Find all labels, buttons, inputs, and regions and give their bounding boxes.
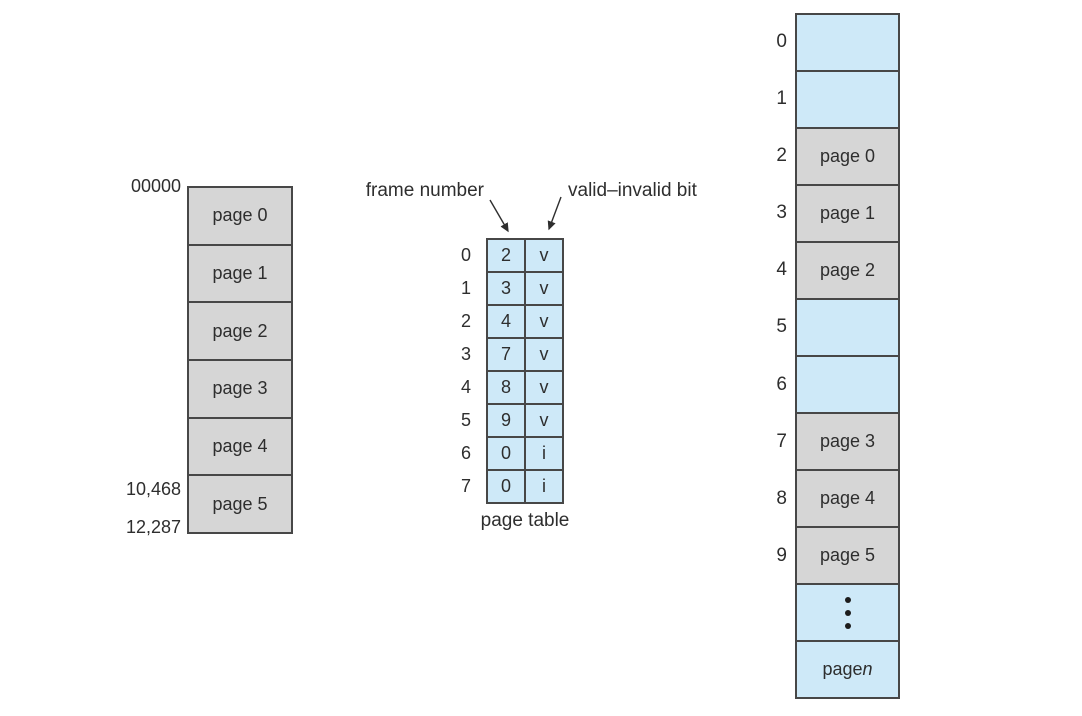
frame-number-arrow — [489, 199, 509, 233]
frame-index-label: 7 — [776, 430, 787, 452]
valid-bit-cell: i — [525, 437, 563, 470]
valid-bit-cell: v — [525, 338, 563, 371]
frame-index-label: 2 — [776, 144, 787, 166]
logical-memory-cell: page 5 — [188, 475, 292, 534]
physical-memory-frame: page 1 — [796, 185, 899, 242]
physical-memory-frame: page 4 — [796, 470, 899, 527]
frame-number-cell: 8 — [487, 371, 525, 404]
valid-bit-cell: v — [525, 371, 563, 404]
frame-index-label: 4 — [776, 259, 787, 281]
frame-number-cell: 0 — [487, 437, 525, 470]
logical-address-10468: 10,468 — [125, 479, 181, 499]
valid-invalid-arrow — [547, 196, 562, 231]
page-table-index: 6 — [460, 443, 471, 463]
page-table-index: 1 — [460, 278, 471, 298]
frame-index-label: 8 — [776, 487, 787, 509]
logical-memory-box: page 0 page 1 page 2 page 3 page 4 page … — [187, 186, 293, 534]
frame-number-cell: 4 — [487, 305, 525, 338]
physical-memory-frame: page 3 — [796, 413, 899, 470]
logical-address-top: 00000 — [130, 176, 181, 196]
valid-bit-cell: v — [525, 404, 563, 437]
page-table-index: 7 — [460, 476, 471, 496]
frame-number-cell: 0 — [487, 470, 525, 503]
physical-memory-frame-empty — [796, 71, 899, 128]
frame-number-cell: 3 — [487, 272, 525, 305]
valid-bit-cell: v — [525, 239, 563, 272]
physical-memory-frame: page 0 — [796, 128, 899, 185]
page-table-index-column: 0 1 2 3 4 5 6 7 — [442, 239, 478, 503]
physical-memory-frame-empty — [796, 356, 899, 413]
logical-memory-cell: page 3 — [188, 360, 292, 418]
frame-index-label — [745, 585, 787, 642]
valid-bit-cell: v — [525, 272, 563, 305]
page-table-index: 0 — [460, 245, 471, 265]
physical-memory-ellipsis-cell — [796, 584, 899, 641]
page-n-prefix: page — [822, 659, 863, 679]
page-table-index: 3 — [460, 344, 471, 364]
page-table-caption: page table — [480, 510, 570, 531]
frame-index-label: 5 — [776, 316, 787, 338]
logical-memory-cell: page 2 — [188, 302, 292, 361]
frame-index-label: 3 — [776, 202, 787, 224]
physical-memory-frame: page 2 — [796, 242, 899, 299]
frame-index-label — [745, 642, 787, 699]
page-n-italic: n — [862, 659, 873, 679]
frame-index-label: 6 — [776, 373, 787, 395]
logical-address-12287: 12,287 — [125, 517, 181, 537]
page-table-index: 4 — [460, 377, 471, 397]
logical-memory-cell: page 0 — [188, 187, 292, 245]
page-table-index: 5 — [460, 410, 471, 430]
logical-memory-cell: page 4 — [188, 417, 292, 476]
frame-number-label: frame number — [365, 180, 484, 201]
vertical-ellipsis-icon — [844, 596, 851, 629]
physical-memory-frame-empty — [796, 14, 899, 71]
physical-memory-index-column: 0 1 2 3 4 5 6 7 8 9 — [745, 13, 787, 699]
physical-memory-frame-page-n: page n — [796, 641, 899, 698]
frame-number-cell: 7 — [487, 338, 525, 371]
page-table-index: 2 — [460, 311, 471, 331]
physical-memory-box: page 0 page 1 page 2 page 3 page 4 page … — [795, 13, 900, 699]
frame-index-label: 9 — [776, 545, 787, 567]
frame-index-label: 1 — [776, 87, 787, 109]
frame-index-label: 0 — [776, 30, 787, 52]
frame-number-cell: 2 — [487, 239, 525, 272]
page-table: 2 v 3 v 4 v 7 v 8 v 9 v 0 i 0 i — [486, 238, 564, 504]
valid-bit-cell: i — [525, 470, 563, 503]
frame-number-cell: 9 — [487, 404, 525, 437]
physical-memory-frame-empty — [796, 299, 899, 356]
logical-memory-cell: page 1 — [188, 244, 292, 303]
valid-invalid-bit-label: valid–invalid bit — [568, 180, 697, 201]
valid-bit-cell: v — [525, 305, 563, 338]
physical-memory-frame: page 5 — [796, 527, 899, 584]
